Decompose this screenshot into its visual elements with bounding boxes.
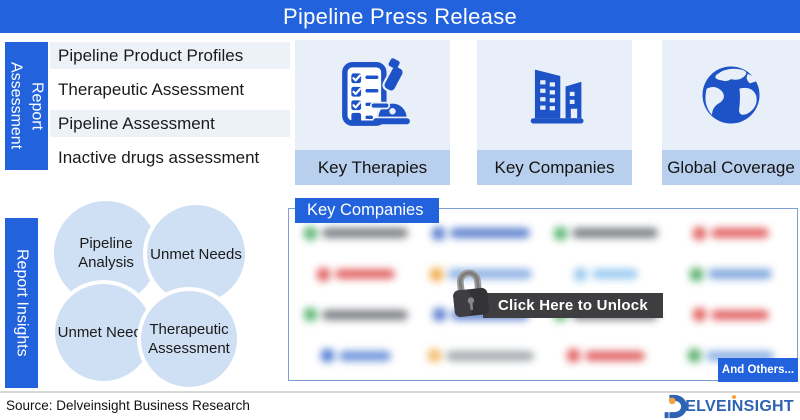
and-others-badge: And Others... [718, 358, 798, 382]
key-companies-tab: Key Companies [295, 198, 439, 223]
blurred-logo [293, 254, 418, 295]
padlock-icon [453, 269, 490, 317]
venn-circle-therapeutic-assessment: Therapeutic Assessment [137, 287, 241, 391]
source-text: Source: Delveinsight Business Research [6, 398, 250, 413]
blurred-logo [293, 213, 418, 254]
card-label: Global Coverage [662, 150, 800, 185]
report-insights-label: Report Insights [5, 218, 38, 388]
list-item: Therapeutic Assessment [50, 76, 290, 103]
key-companies-panel: Click Here to Unlock And Others... [288, 208, 798, 382]
feature-card-key-companies: Key Companies [477, 40, 632, 185]
header-banner: Pipeline Press Release [0, 0, 800, 33]
footer-divider [0, 391, 800, 393]
page-title: Pipeline Press Release [282, 3, 518, 29]
report-assessment-label: Report Assessment [5, 42, 48, 170]
list-item: Pipeline Product Profiles [50, 42, 290, 69]
card-label: Key Therapies [295, 150, 450, 185]
blurred-logo [668, 335, 793, 376]
card-label: Key Companies [477, 150, 632, 185]
blurred-logo [293, 295, 418, 336]
blurred-logo [668, 254, 793, 295]
unlock-button[interactable]: Click Here to Unlock [483, 293, 663, 318]
blurred-logo [418, 213, 543, 254]
blurred-logo [543, 335, 668, 376]
blurred-logo [543, 213, 668, 254]
list-item: Pipeline Assessment [50, 110, 290, 137]
checklist-microscope-icon [341, 58, 410, 126]
list-item: Inactive drugs assessment [50, 144, 290, 171]
blurred-logo [543, 254, 668, 295]
delveinsight-d-icon [664, 394, 688, 419]
blurred-logo [293, 335, 418, 376]
globe-icon [702, 66, 760, 124]
blurred-logo [668, 295, 793, 336]
feature-card-key-therapies: Key Therapies [295, 40, 450, 185]
feature-card-global-coverage: Global Coverage [662, 40, 800, 185]
logo-text: ELVEINSIGHT [685, 394, 794, 416]
unlock-overlay: Click Here to Unlock [449, 265, 663, 319]
buildings-icon [530, 69, 583, 124]
delveinsight-logo: ELVEINSIGHT [663, 393, 794, 420]
report-assessment-list: Pipeline Product Profiles Therapeutic As… [50, 42, 290, 171]
blurred-logo [668, 213, 793, 254]
logo-i-dot [732, 394, 737, 399]
blurred-logo [418, 254, 543, 295]
blurred-logo [418, 335, 543, 376]
